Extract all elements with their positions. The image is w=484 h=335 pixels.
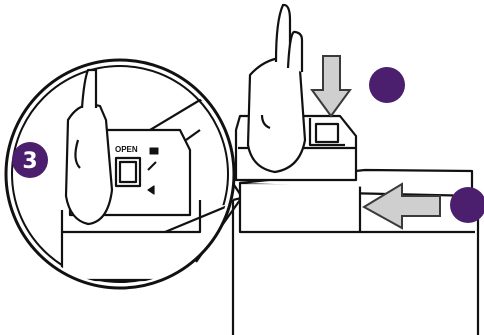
- step-badge-right: [450, 187, 484, 223]
- step-badge-3: 3: [12, 142, 48, 178]
- switch-open-label: OPEN: [115, 145, 138, 154]
- down-arrow: [312, 56, 350, 116]
- left-arrow: [364, 184, 440, 228]
- euro-plug: [248, 58, 305, 172]
- step-badge-top: [369, 67, 405, 103]
- step-number: 3: [22, 149, 37, 174]
